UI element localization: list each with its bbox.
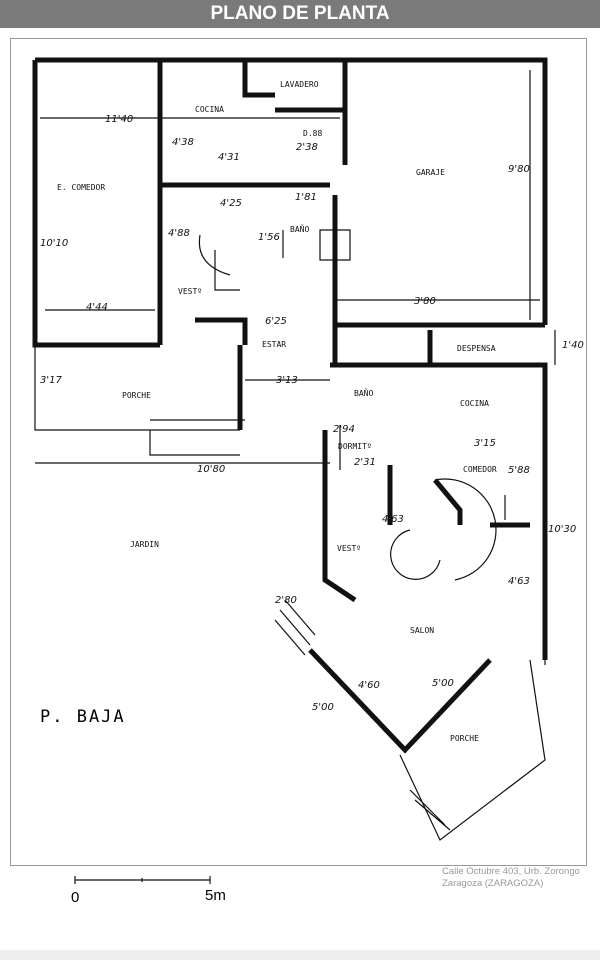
address-line-1: Calle Octubre 403, Urb. Zorongo bbox=[442, 866, 580, 877]
address-line-2: Zaragoza (ZARAGOZA) bbox=[442, 878, 544, 889]
room-vestibulo: VESTº bbox=[178, 287, 202, 296]
dim-label: 2'38 bbox=[296, 142, 318, 153]
room-labels: LAVADERO COCINA D.88 GARAJE E. COMEDOR B… bbox=[40, 80, 497, 743]
dim-label: 9'80 bbox=[508, 164, 530, 175]
dim-label: 1'81 bbox=[295, 192, 317, 203]
dim-label: 3'17 bbox=[40, 375, 62, 386]
room-porche-2: PORCHE bbox=[450, 734, 479, 743]
dim-label: 5'00 bbox=[432, 678, 454, 689]
dim-label: 2'94 bbox=[333, 424, 355, 435]
room-dormitorio-servicio: D.88 bbox=[303, 129, 322, 138]
address: Calle Octubre 403, Urb. Zorongo Zaragoza… bbox=[442, 866, 580, 890]
room-salon: SALON bbox=[410, 626, 434, 635]
room-lavadero: LAVADERO bbox=[280, 80, 319, 89]
room-vestibulo-2: VESTº bbox=[337, 544, 361, 553]
room-jardin: JARDIN bbox=[130, 540, 159, 549]
room-comedor: COMEDOR bbox=[463, 465, 497, 474]
dim-label: 4'88 bbox=[168, 228, 190, 239]
dim-label: 3'15 bbox=[474, 438, 496, 449]
room-bano-2: BAÑO bbox=[354, 388, 373, 398]
dim-label: 10'80 bbox=[197, 464, 225, 475]
dim-label: 2'80 bbox=[275, 595, 297, 606]
room-estar: ESTAR bbox=[262, 340, 286, 349]
room-cocina-2: COCINA bbox=[460, 399, 489, 408]
scale-end: 5m bbox=[205, 887, 226, 904]
dim-label: 5'00 bbox=[312, 702, 334, 713]
dim-label: 4'31 bbox=[218, 152, 240, 163]
dimension-lines bbox=[35, 70, 556, 665]
room-porche: PORCHE bbox=[122, 391, 151, 400]
dim-label: 3'80 bbox=[414, 296, 436, 307]
room-dormitorio: DORMITº bbox=[338, 442, 372, 451]
dim-label: 4'63 bbox=[508, 576, 530, 587]
dim-label: 3'13 bbox=[276, 375, 298, 386]
room-cocina: COCINA bbox=[195, 105, 224, 114]
dim-label: 6'25 bbox=[265, 316, 287, 327]
dim-label: 10'10 bbox=[40, 238, 68, 249]
scale-bar: 0 5m bbox=[71, 876, 226, 906]
dim-label: 10'30 bbox=[548, 524, 576, 535]
dim-label: 4'63 bbox=[382, 514, 404, 525]
room-garaje: GARAJE bbox=[416, 168, 445, 177]
room-bano: BAÑO bbox=[290, 224, 309, 234]
room-e-comedor: E. COMEDOR bbox=[57, 183, 105, 192]
page-title: PLANO DE PLANTA bbox=[0, 0, 600, 28]
bottom-bar bbox=[0, 950, 600, 960]
dim-label: 11'40 bbox=[105, 114, 133, 125]
dim-label: 1'56 bbox=[258, 232, 280, 243]
dim-label: 4'38 bbox=[172, 137, 194, 148]
dim-label: 4'25 bbox=[220, 198, 242, 209]
dim-label: 4'44 bbox=[86, 302, 108, 313]
floor-label: P. BAJA bbox=[40, 707, 126, 727]
walls bbox=[32, 57, 548, 841]
plan-frame bbox=[10, 38, 587, 866]
dim-label: 2'31 bbox=[354, 457, 376, 468]
scale-start: 0 bbox=[71, 889, 79, 906]
room-despensa: DESPENSA bbox=[457, 344, 496, 353]
dim-label: 4'60 bbox=[358, 680, 380, 691]
dim-label: 5'88 bbox=[508, 465, 530, 476]
dim-label: 1'40 bbox=[562, 340, 584, 351]
dimension-labels: 11'40 4'38 4'31 2'38 4'25 1'81 1'56 4'88… bbox=[40, 114, 584, 713]
